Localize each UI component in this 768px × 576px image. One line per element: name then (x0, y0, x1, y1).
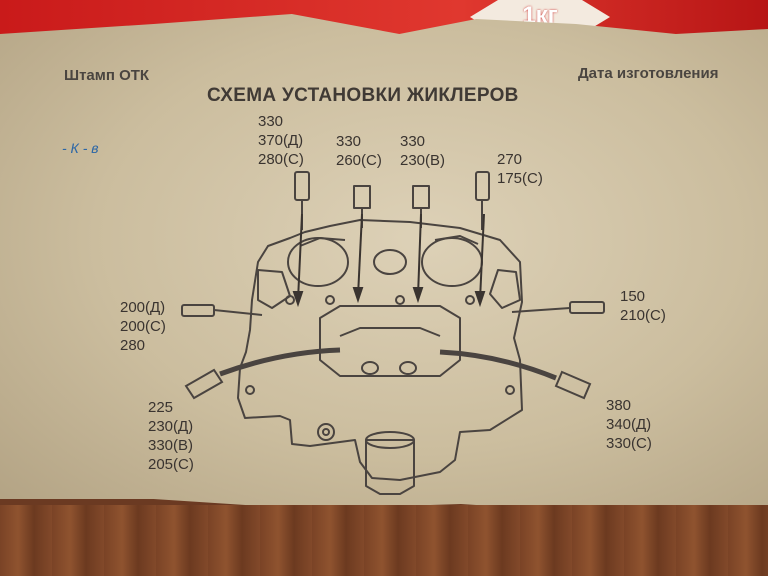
jet-label-left-mid: 200(Д)200(С)280 (120, 299, 166, 354)
bore-center (373, 249, 407, 275)
right-mid-jet (511, 301, 605, 314)
bore-left (287, 237, 349, 287)
left-bottom-jet (184, 347, 341, 400)
date-label: Дата изготовления (578, 65, 719, 82)
scheme-title: СХЕМА УСТАНОВКИ ЖИКЛЕРОВ (207, 85, 519, 106)
top-jet-4 (475, 171, 490, 230)
jet-arrows (292, 213, 486, 308)
stamp-label: Штамп ОТК (64, 67, 150, 84)
jet-scheme-sheet (0, 14, 768, 514)
wooden-table (0, 505, 768, 576)
handwritten-mark: - К - в (62, 140, 99, 156)
carburetor-body (237, 219, 523, 481)
left-mid-jet (181, 304, 263, 317)
bore-right (421, 237, 483, 287)
right-bottom-jet (439, 349, 592, 400)
